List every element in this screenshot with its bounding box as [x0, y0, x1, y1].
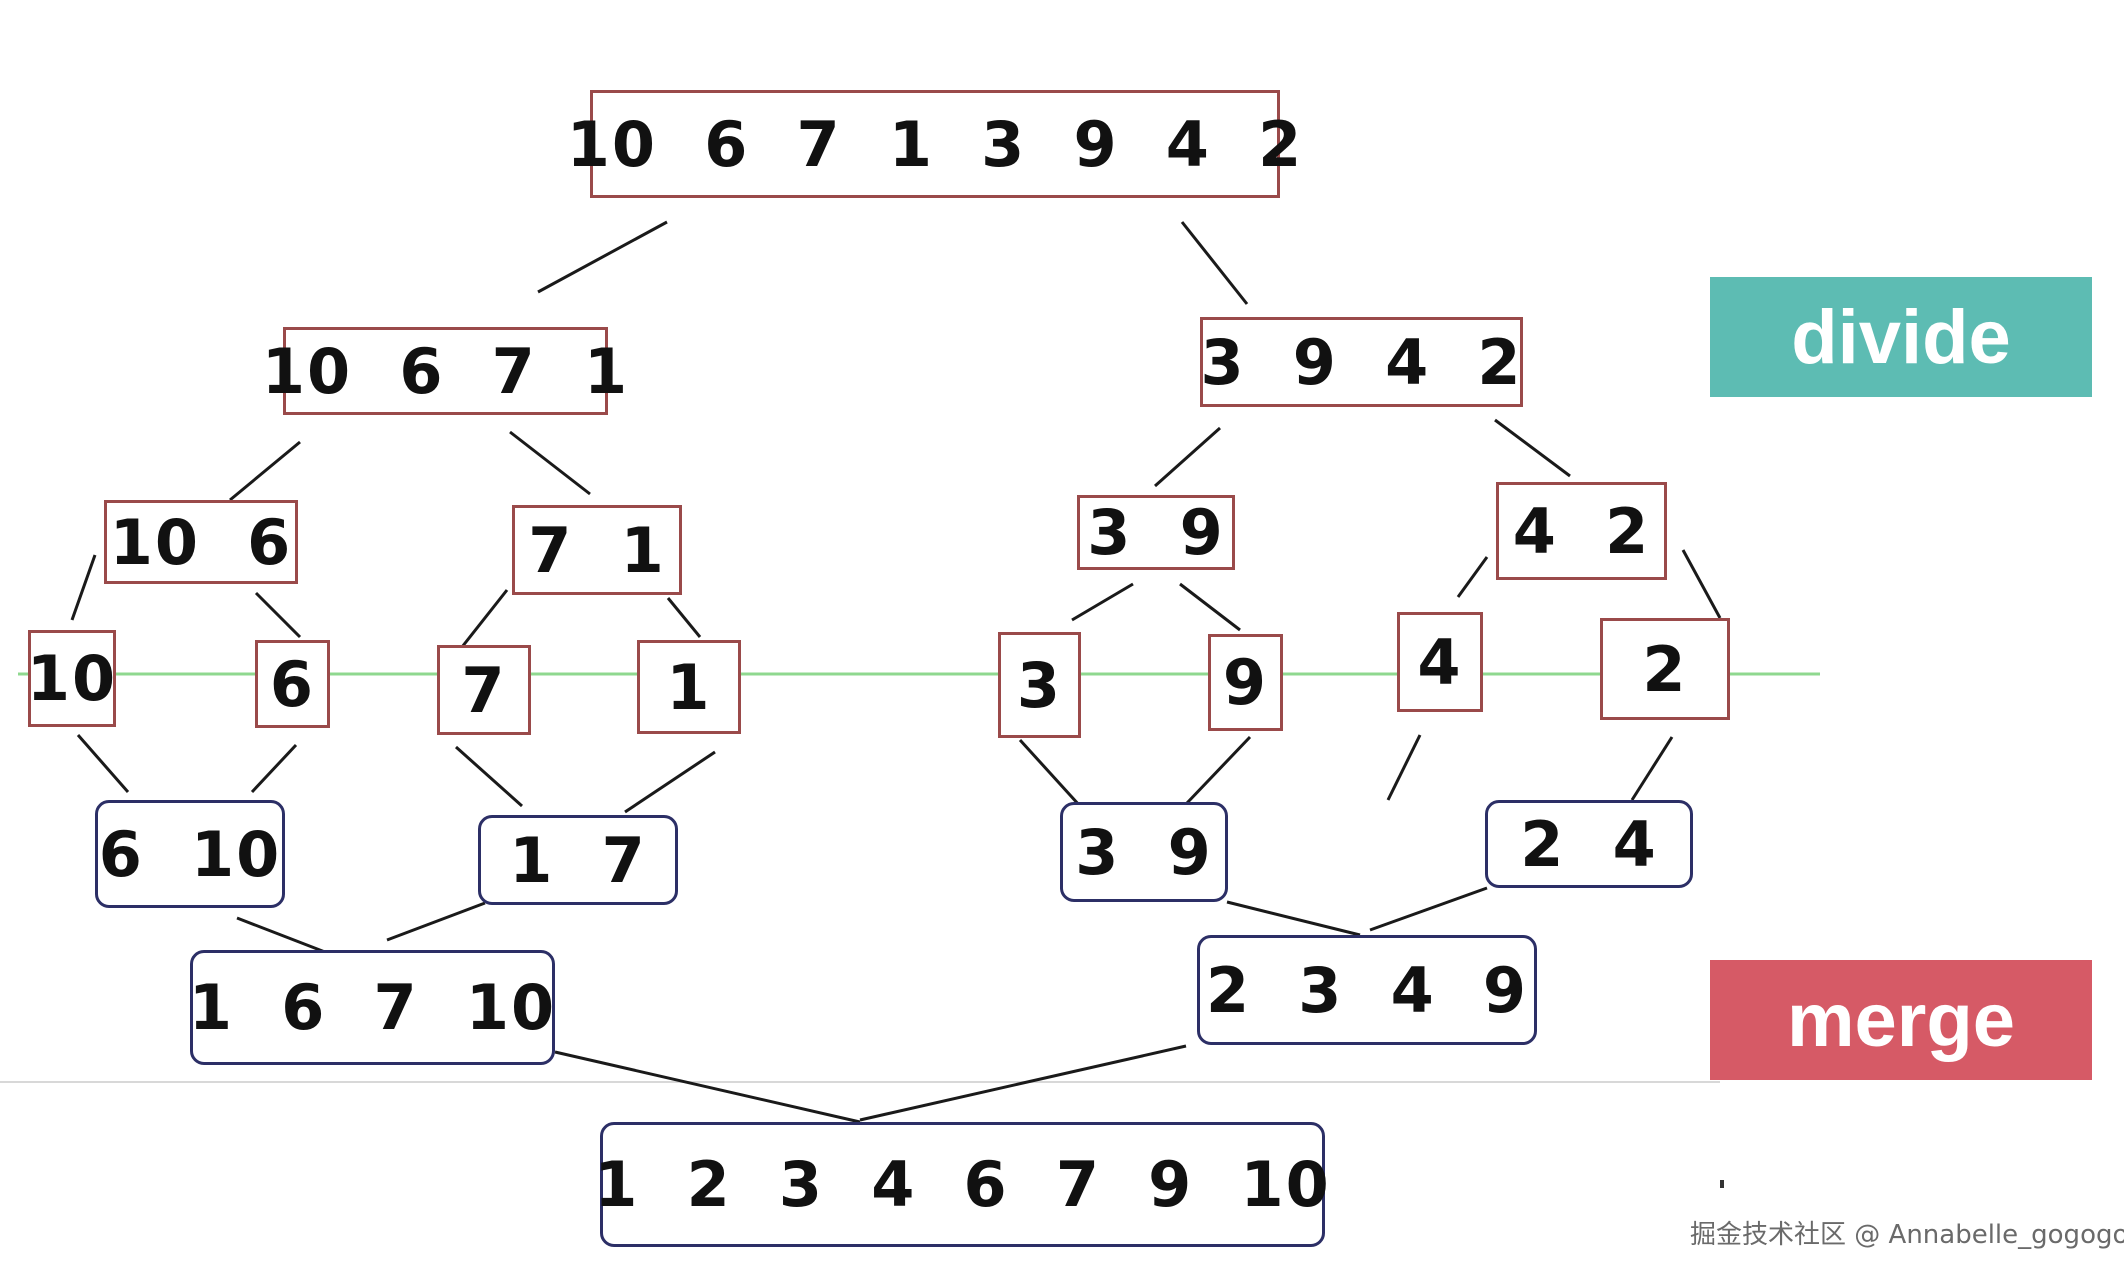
connector — [76, 734, 130, 793]
merge-level1-4: 2 4 — [1485, 800, 1693, 888]
stray-dot — [1720, 1180, 1724, 1188]
connector — [236, 916, 326, 954]
connector — [1180, 221, 1249, 305]
divide-label: divide — [1710, 277, 2092, 397]
divide-leaf-4: 1 — [637, 640, 741, 734]
watermark: 掘金技术社区 @ Annabelle_gogogo — [1690, 1220, 2124, 1250]
merge-level1-2: 1 7 — [478, 815, 678, 905]
connector — [1071, 582, 1134, 622]
divide-leaf-2: 6 — [255, 640, 330, 728]
divide-level1-right: 3 9 4 2 — [1200, 317, 1523, 407]
divide-leaf-7: 4 — [1397, 612, 1483, 712]
divide-leaf-1: 10 — [27, 630, 116, 727]
connector — [1494, 418, 1571, 478]
connector — [1369, 886, 1488, 932]
connector — [1630, 736, 1674, 801]
connector — [554, 1050, 861, 1124]
connector — [859, 1044, 1187, 1122]
connector — [509, 430, 591, 496]
merge-level2-right: 2 3 4 9 — [1197, 935, 1537, 1045]
connector — [254, 591, 302, 639]
connector — [1456, 556, 1489, 598]
merge-label: merge — [1710, 960, 2092, 1080]
connector — [624, 750, 716, 814]
connector — [460, 589, 509, 648]
connector — [70, 554, 97, 621]
divide-leaf-8: 2 — [1600, 618, 1730, 720]
merge-level1-1: 6 10 — [95, 800, 285, 908]
connector — [229, 440, 301, 502]
merge-result: 1 2 3 4 6 7 9 10 — [594, 1122, 1329, 1247]
divide-level2-1: 10 6 — [104, 500, 298, 584]
divide-level2-4: 4 2 — [1496, 482, 1667, 580]
connector — [537, 220, 668, 294]
divide-leaf-5: 3 — [998, 632, 1081, 738]
connector — [1226, 900, 1361, 937]
divide-leaf-6: 9 — [1208, 634, 1283, 731]
connector — [666, 597, 702, 638]
connector — [250, 743, 298, 794]
divide-level1-left: 10 6 7 1 — [262, 327, 627, 415]
merge-level2-left: 1 6 7 10 — [189, 950, 555, 1065]
divide-level2-3: 3 9 — [1077, 495, 1235, 570]
connector — [1179, 582, 1241, 632]
divide-level2-2: 7 1 — [512, 505, 682, 595]
connector — [1185, 735, 1252, 805]
connector — [386, 901, 486, 942]
divide-root: 10 6 7 1 3 9 4 2 — [567, 90, 1301, 198]
divide-leaf-3: 7 — [437, 645, 531, 735]
connector — [1386, 734, 1422, 801]
connector — [1154, 426, 1221, 488]
divide-connectors — [70, 220, 1722, 1124]
merge-level1-3: 3 9 — [1060, 802, 1228, 902]
connector — [1018, 738, 1082, 808]
connector — [1681, 549, 1722, 619]
connector — [455, 745, 523, 808]
